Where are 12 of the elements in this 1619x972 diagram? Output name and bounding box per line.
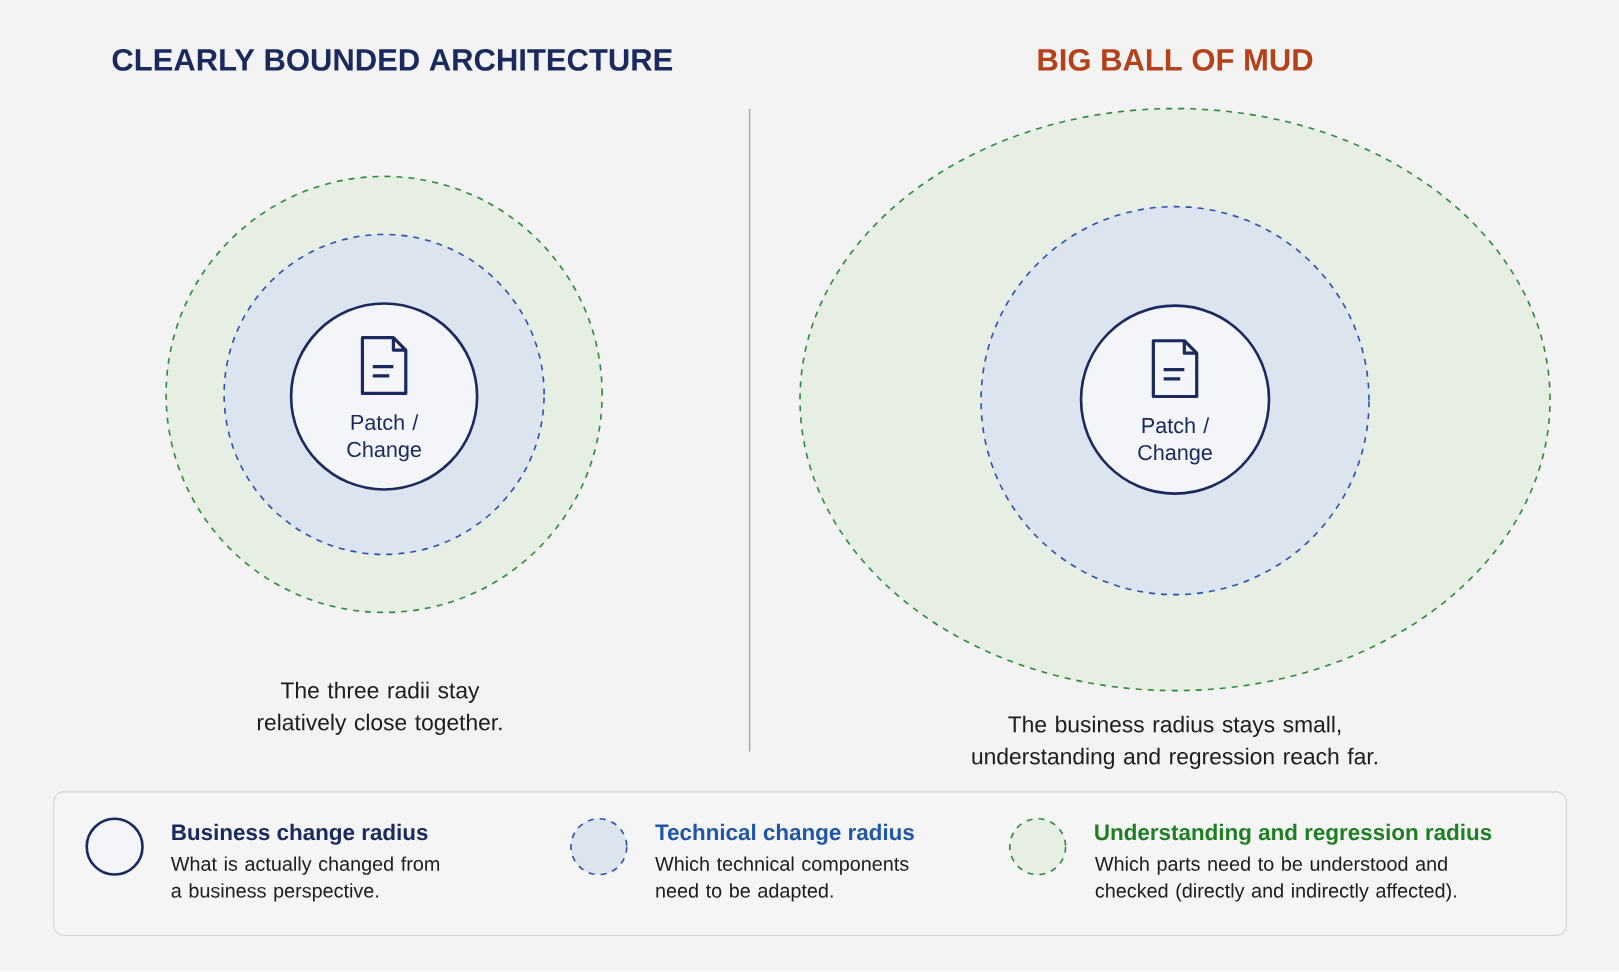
legend-heading: Understanding and regression radius xyxy=(1095,824,1492,845)
legend-description: Which parts need to be understood and checked (directly and indirectly affected). xyxy=(1095,856,1456,902)
legend-heading: Business change radius xyxy=(172,824,428,845)
node-label: Patch / Change xyxy=(1138,417,1212,465)
caption: The business radius stays small, understanding and regression reach far. xyxy=(972,715,1377,770)
legend-description: What is actually changed from a business perspective. xyxy=(170,856,440,902)
title: CLEARLY BOUNDED ARCHITECTURE xyxy=(112,49,673,72)
title: BIG BALL OF MUD xyxy=(1038,49,1313,72)
node-label: Patch / Change xyxy=(347,414,421,462)
caption: The three radii stay relatively close together. xyxy=(257,681,502,736)
legend-description: Which technical components need to be adapted. xyxy=(655,856,909,902)
legend-heading: Technical change radius xyxy=(655,824,914,845)
